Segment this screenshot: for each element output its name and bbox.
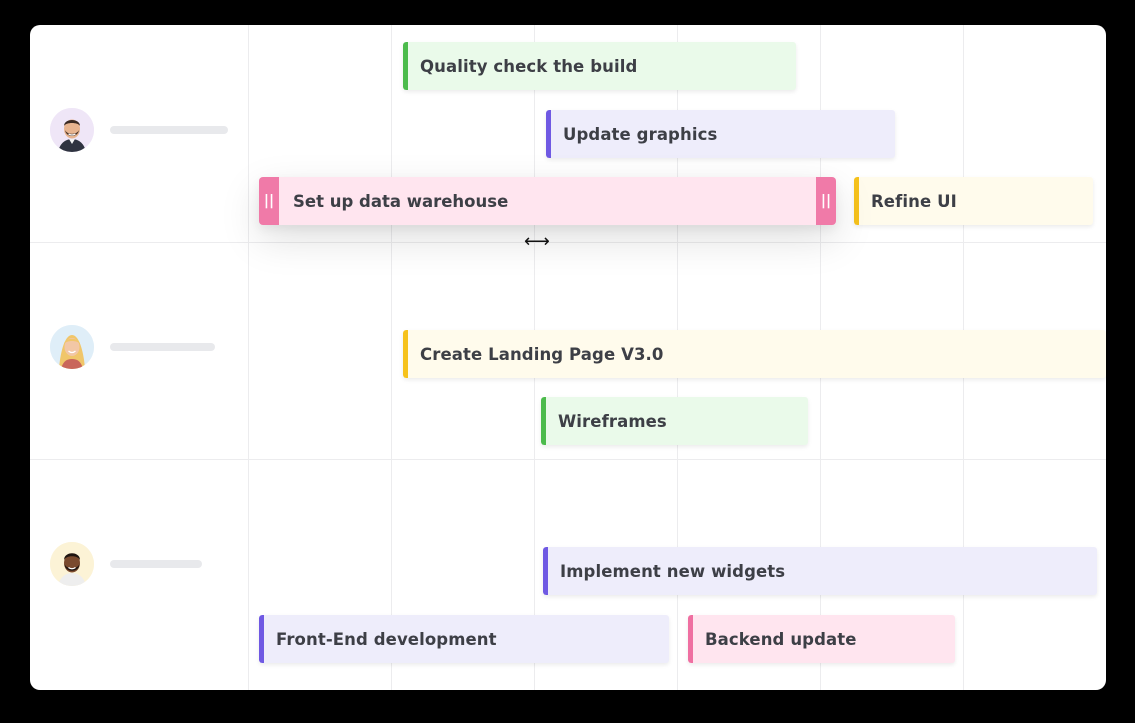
task-color-bar [259, 615, 264, 663]
task-label: Implement new widgets [560, 561, 786, 581]
task-label: Wireframes [558, 411, 667, 431]
task-label: Front-End development [276, 629, 497, 649]
task-color-bar [543, 547, 548, 595]
assignee-row-1 [50, 108, 228, 152]
task-label: Backend update [705, 629, 857, 649]
task-color-bar [854, 177, 859, 225]
row-divider [30, 242, 1106, 243]
assignee-row-3 [50, 542, 202, 586]
user-name-placeholder [110, 343, 215, 351]
user-name-placeholder [110, 126, 228, 134]
task-quality-check[interactable]: Quality check the build [403, 42, 796, 90]
timeline-column-divider [391, 25, 392, 690]
task-wireframes[interactable]: Wireframes [541, 397, 808, 445]
task-color-bar [546, 110, 551, 158]
resize-handle-left[interactable]: || [259, 177, 279, 225]
resize-handle-right[interactable]: || [816, 177, 836, 225]
assignee-row-2 [50, 325, 215, 369]
task-color-bar [688, 615, 693, 663]
task-update-graphics[interactable]: Update graphics [546, 110, 895, 158]
task-refine-ui[interactable]: Refine UI [854, 177, 1093, 225]
task-label: Quality check the build [420, 56, 638, 76]
timeline-board: Quality check the build Update graphics … [30, 25, 1106, 690]
task-label: Set up data warehouse [293, 191, 509, 211]
task-label: Refine UI [871, 191, 957, 211]
task-label: Create Landing Page V3.0 [420, 344, 664, 364]
woman-avatar-icon [50, 325, 94, 369]
task-color-bar [541, 397, 546, 445]
task-frontend-development[interactable]: Front-End development [259, 615, 669, 663]
resize-cursor-icon: ⟷ [524, 231, 550, 252]
task-new-widgets[interactable]: Implement new widgets [543, 547, 1097, 595]
row-divider [30, 459, 1106, 460]
task-backend-update[interactable]: Backend update [688, 615, 955, 663]
user-avatar[interactable] [50, 542, 94, 586]
timeline-column-divider [248, 25, 249, 690]
user-name-placeholder [110, 560, 202, 568]
user-avatar[interactable] [50, 325, 94, 369]
man-avatar-icon [50, 108, 94, 152]
task-color-bar [403, 330, 408, 378]
task-landing-page[interactable]: Create Landing Page V3.0 [403, 330, 1106, 378]
user-avatar[interactable] [50, 108, 94, 152]
man-dark-avatar-icon [50, 542, 94, 586]
task-color-bar [403, 42, 408, 90]
task-label: Update graphics [563, 124, 718, 144]
task-data-warehouse-dragging[interactable]: || Set up data warehouse || [259, 177, 836, 225]
